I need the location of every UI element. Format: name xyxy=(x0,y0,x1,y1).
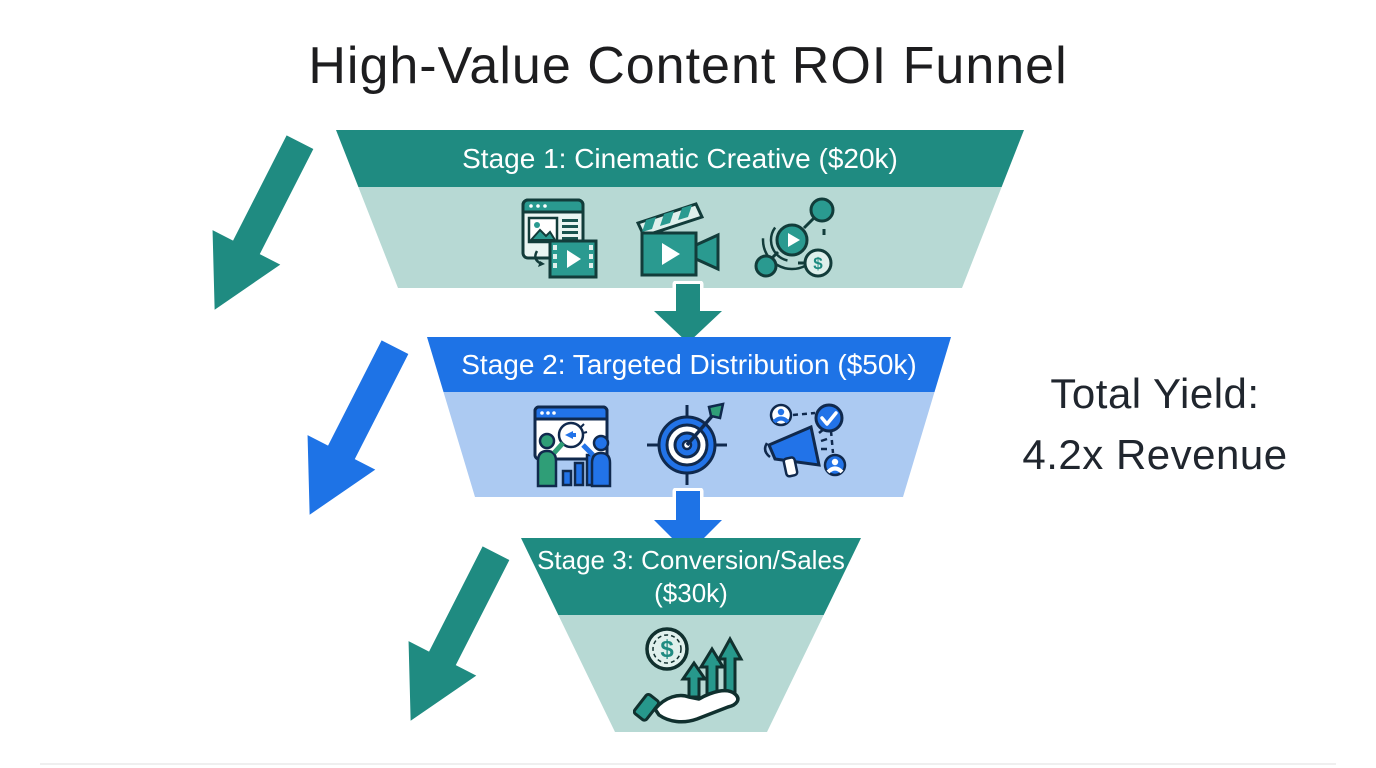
media-network-icon: $ xyxy=(752,195,840,281)
flow-arrow-2-down-icon xyxy=(650,488,726,558)
svg-text:$: $ xyxy=(813,254,823,273)
stage-1-label: Stage 1: Cinematic Creative ($20k) xyxy=(462,142,898,174)
stage-3-header: Stage 3: Conversion/Sales ($30k) xyxy=(521,538,861,615)
side-arrow-1-icon xyxy=(204,126,322,319)
megaphone-outreach-icon xyxy=(759,401,851,489)
target-icon xyxy=(643,401,733,489)
clapperboard-icon xyxy=(630,195,722,281)
stage-1-body: $ xyxy=(336,187,1024,288)
total-yield-label: Total Yield: xyxy=(1050,370,1260,417)
stage-3-body: $ xyxy=(521,615,861,732)
total-yield: Total Yield: 4.2x Revenue xyxy=(955,364,1355,486)
side-arrow-3-icon xyxy=(400,537,518,730)
total-yield-value: 4.2x Revenue xyxy=(1022,430,1288,478)
stage-3-label: Stage 3: Conversion/Sales ($30k) xyxy=(537,545,845,608)
stage-2-header: Stage 2: Targeted Distribution ($50k) xyxy=(427,337,951,392)
funnel-stage-3: Stage 3: Conversion/Sales ($30k) $ xyxy=(521,538,861,732)
funnel-stage-2: Stage 2: Targeted Distribution ($50k) xyxy=(427,337,951,497)
content-video-icon xyxy=(520,195,600,281)
page-title: High-Value Content ROI Funnel xyxy=(308,37,1068,95)
svg-text:$: $ xyxy=(660,636,674,663)
bottom-divider xyxy=(40,763,1336,765)
side-arrow-2-icon xyxy=(299,331,417,524)
stage-1-header: Stage 1: Cinematic Creative ($20k) xyxy=(336,130,1024,187)
revenue-growth-icon: $ xyxy=(633,619,749,729)
stage-2-body xyxy=(427,392,951,497)
audience-analytics-icon xyxy=(527,401,617,489)
funnel-stage-1: Stage 1: Cinematic Creative ($20k) xyxy=(336,130,1024,288)
flow-arrow-1-down-icon xyxy=(650,281,726,347)
stage-2-label: Stage 2: Targeted Distribution ($50k) xyxy=(461,348,917,380)
